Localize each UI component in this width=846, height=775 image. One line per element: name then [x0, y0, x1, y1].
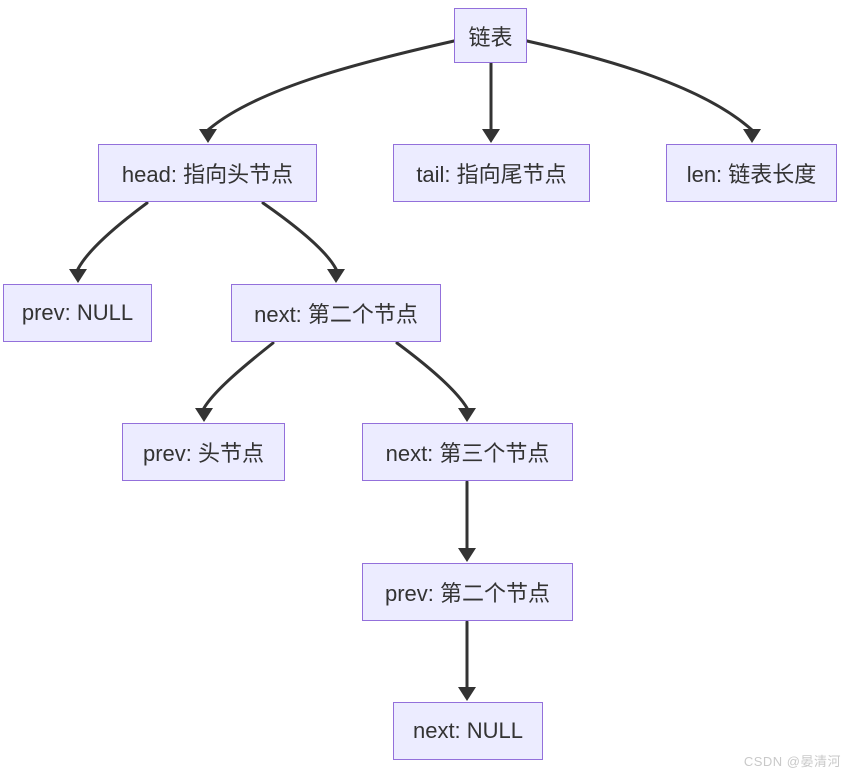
edge-next3-prev2 — [458, 480, 476, 562]
edge-linkedlist-head — [199, 39, 456, 143]
edge-prev2-nextnull — [458, 620, 476, 701]
node-len: len: 链表长度 — [666, 144, 837, 202]
edge-next2-prevhead — [195, 341, 275, 422]
node-next-3-label: next: 第三个节点 — [385, 441, 550, 466]
node-prev-null: prev: NULL — [3, 284, 152, 342]
node-tail-label: tail: 指向尾节点 — [416, 162, 567, 187]
node-next-null: next: NULL — [393, 702, 543, 760]
node-prev-head: prev: 头节点 — [122, 423, 285, 481]
edge-next2-next3 — [395, 341, 476, 422]
node-next-null-label: next: NULL — [412, 718, 524, 743]
node-linkedlist-label: 链表 — [468, 24, 513, 50]
node-prev-2: prev: 第二个节点 — [362, 563, 573, 621]
node-next-3: next: 第三个节点 — [362, 423, 573, 481]
node-prev-head-label: prev: 头节点 — [142, 441, 265, 466]
edge-linkedlist-tail — [482, 61, 500, 143]
edge-head-prevnull — [69, 201, 149, 283]
node-linkedlist: 链表 — [454, 8, 527, 63]
node-prev-2-label: prev: 第二个节点 — [384, 581, 551, 606]
node-head: head: 指向头节点 — [98, 144, 317, 202]
node-next-2-label: next: 第二个节点 — [254, 302, 418, 327]
node-next-2: next: 第二个节点 — [231, 284, 441, 342]
node-tail: tail: 指向尾节点 — [393, 144, 590, 202]
node-prev-null-label: prev: NULL — [21, 300, 134, 325]
watermark: CSDN @晏清河 — [743, 754, 841, 769]
edge-head-next2 — [261, 201, 345, 283]
node-len-label: len: 链表长度 — [686, 162, 817, 187]
node-head-label: head: 指向头节点 — [121, 162, 294, 187]
edge-linkedlist-len — [525, 39, 761, 143]
